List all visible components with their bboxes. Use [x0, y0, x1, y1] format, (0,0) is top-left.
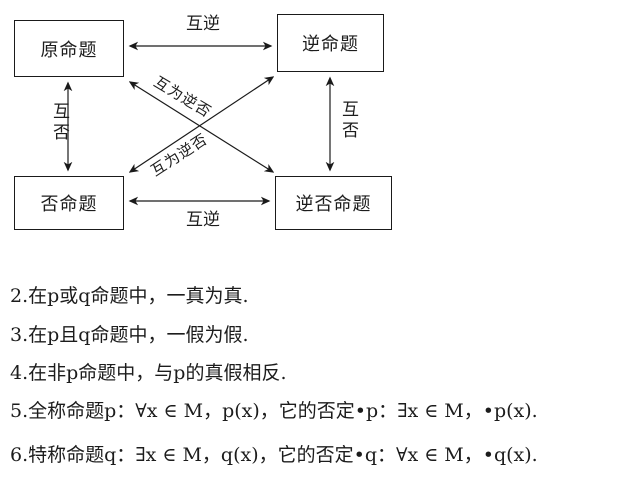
box-contrapositive-proposition: 逆否命题 [275, 176, 392, 230]
note-line-not-proposition: 4.在非p命题中，与p的真假相反. [10, 362, 287, 384]
diagram-arrows [63, 41, 335, 206]
box-converse-proposition: 逆命题 [277, 14, 384, 72]
note-line-or-proposition: 2.在p或q命题中，一真为真. [10, 285, 249, 307]
box-negation-proposition: 否命题 [14, 176, 124, 230]
box-original-proposition: 原命题 [14, 20, 124, 77]
label-mutual-negation-left: 互否 [49, 102, 69, 144]
label-mutual-converse-top: 互逆 [186, 14, 220, 34]
label-mutual-negation-right: 互否 [338, 100, 358, 142]
note-line-universal-proposition: 5.全称命题p：∀x ∈ M，p(x)，它的否定•p：∃x ∈ M，•p(x). [10, 400, 538, 422]
note-line-existential-proposition: 6.特称命题q：∃x ∈ M，q(x)，它的否定•q：∀x ∈ M，•q(x). [10, 444, 538, 466]
proposition-relation-diagram: 原命题 逆命题 否命题 逆否命题 互逆 互逆 互否 互否 互为逆否 互为逆否 [0, 0, 400, 245]
arrow-diagonal-converse-negation [128, 76, 275, 173]
label-mutual-converse-bottom: 互逆 [186, 210, 220, 230]
note-line-and-proposition: 3.在p且q命题中，一假为假. [10, 324, 249, 346]
